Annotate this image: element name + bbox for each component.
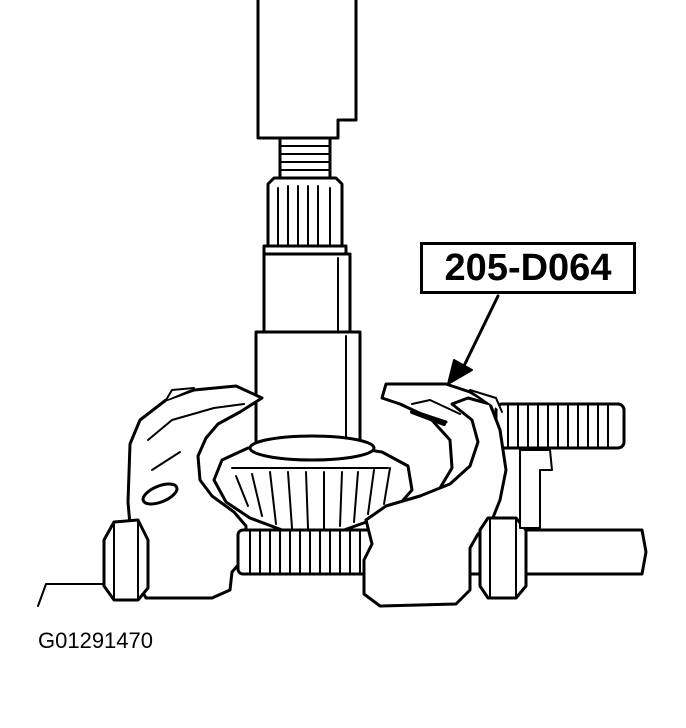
callout-arrow — [448, 296, 498, 384]
shaft-thread — [280, 138, 330, 180]
shaft-splines — [268, 178, 342, 246]
puller-bolt-back — [496, 404, 624, 448]
press-ram — [258, 0, 356, 138]
bearing-splitter-right-front — [364, 390, 506, 606]
figure-id: G01291470 — [38, 628, 153, 653]
puller-nut-left — [104, 520, 148, 600]
tapered-bearing — [214, 436, 412, 530]
tool-number-label: 205-D064 — [444, 246, 612, 289]
shaft-upper — [264, 254, 350, 332]
rear-bracket — [520, 450, 552, 528]
shaft-lower — [256, 332, 360, 448]
bearing-splitter-left — [128, 386, 262, 598]
puller-nut-right — [480, 518, 526, 598]
tool-number-callout: 205-D064 — [420, 242, 636, 294]
reference-leader-line — [38, 584, 102, 606]
